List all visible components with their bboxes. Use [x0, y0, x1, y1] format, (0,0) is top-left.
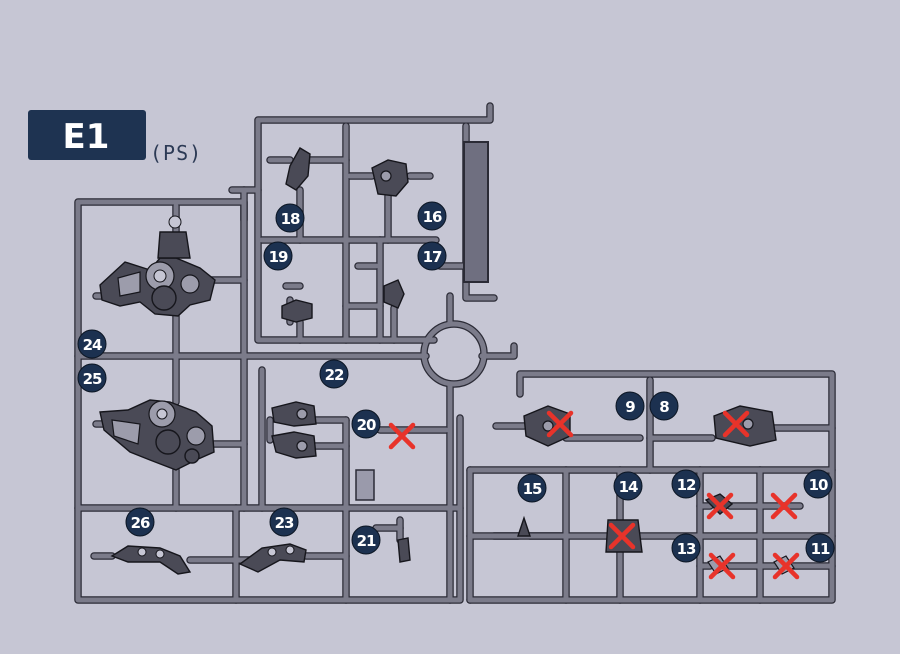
- runner-frame: [74, 102, 836, 604]
- badge-circle: [275, 203, 305, 233]
- badge-circle: [417, 241, 447, 271]
- part-number-label: 17: [423, 248, 442, 266]
- part-badge-22: 22: [319, 359, 349, 389]
- part-badge-15: 15: [517, 473, 547, 503]
- part-shape-16: [371, 159, 409, 197]
- part-badge-8: 8: [649, 391, 679, 421]
- badge-circle: [319, 359, 349, 389]
- part-number-label: 24: [83, 336, 102, 354]
- part-shape-24: [99, 215, 216, 317]
- badge-circle: [517, 473, 547, 503]
- part-shape-23: [238, 543, 307, 573]
- part-shape-22: [271, 401, 317, 459]
- part-badge-18: 18: [275, 203, 305, 233]
- badge-circle: [351, 409, 381, 439]
- parts: [99, 147, 795, 575]
- badge-circle: [125, 507, 155, 537]
- part-number-label: 12: [677, 476, 696, 494]
- part-badge-9: 9: [615, 391, 645, 421]
- part-number-label: 13: [677, 540, 696, 558]
- part-number-label: 22: [325, 366, 344, 384]
- badge-circle: [671, 469, 701, 499]
- sprue-label-text: E1: [63, 117, 110, 157]
- part-badge-17: 17: [417, 241, 447, 271]
- part-badge-25: 25: [77, 363, 107, 393]
- part-shape-17: [383, 279, 405, 309]
- cross-mark-11: [772, 552, 800, 580]
- badge-circle: [613, 471, 643, 501]
- badge-circle: [77, 329, 107, 359]
- part-badge-20: 20: [351, 409, 381, 439]
- badge-circle: [671, 533, 701, 563]
- part-number-label: 10: [809, 476, 828, 494]
- part-badge-26: 26: [125, 507, 155, 537]
- badge-circle: [351, 525, 381, 555]
- part-number-label: 18: [281, 210, 300, 228]
- badge-circle: [417, 201, 447, 231]
- part-number-label: 16: [423, 208, 442, 226]
- badge-circle: [805, 533, 835, 563]
- part-number-label: 26: [131, 514, 150, 532]
- badge-circle: [269, 507, 299, 537]
- part-badge-12: 12: [671, 469, 701, 499]
- badge-circle: [803, 469, 833, 499]
- part-shape-25: [99, 399, 215, 471]
- cross-mark-13: [708, 552, 736, 580]
- part-number-label: 15: [523, 480, 542, 498]
- cross-mark-9: [546, 410, 574, 438]
- part-badge-16: 16: [417, 201, 447, 231]
- runner-segment: [479, 343, 517, 359]
- runner-segment: [255, 103, 493, 343]
- runner-tab: [355, 469, 375, 501]
- cross-mark-10: [770, 492, 798, 520]
- part-number-label: 20: [357, 416, 376, 434]
- part-badge-14: 14: [613, 471, 643, 501]
- runner-segment: [467, 371, 835, 603]
- badge-circle: [649, 391, 679, 421]
- part-number-label: 8: [659, 398, 669, 416]
- part-number-label: 19: [269, 248, 288, 266]
- cross-mark-8: [722, 410, 750, 438]
- badge-circle: [615, 391, 645, 421]
- part-number-badges: 8 9 10 11 12 13 14 15 16 17 18 19 20 21 22 23 24 25 26: [77, 201, 835, 563]
- part-badge-23: 23: [269, 507, 299, 537]
- cross-mark-20: [388, 422, 416, 450]
- part-badge-19: 19: [263, 241, 293, 271]
- runner-tab: [463, 141, 489, 283]
- part-badge-11: 11: [805, 533, 835, 563]
- part-number-label: 9: [625, 398, 635, 416]
- sprue-material: (PS): [150, 141, 202, 165]
- part-shape-21: [397, 537, 411, 563]
- part-number-label: 23: [275, 514, 294, 532]
- cross-mark-12: [706, 492, 734, 520]
- badge-circle: [77, 363, 107, 393]
- part-number-label: 25: [83, 370, 102, 388]
- part-badge-24: 24: [77, 329, 107, 359]
- part-badge-21: 21: [351, 525, 381, 555]
- part-badge-13: 13: [671, 533, 701, 563]
- part-number-label: 14: [619, 478, 638, 496]
- part-number-label: 21: [357, 532, 376, 550]
- part-shape-26: [110, 545, 192, 575]
- removed-part-marks: [388, 410, 800, 580]
- runner-ring: [421, 321, 487, 387]
- part-number-label: 11: [811, 540, 830, 558]
- sprue-label: E1 (PS): [28, 110, 202, 165]
- part-badge-10: 10: [803, 469, 833, 499]
- part-shape-15: [517, 515, 531, 537]
- cross-mark-14: [608, 522, 636, 550]
- sprue-label-box: [28, 110, 146, 160]
- part-shape-18: [285, 147, 311, 191]
- part-shape-19: [281, 299, 313, 323]
- badge-circle: [263, 241, 293, 271]
